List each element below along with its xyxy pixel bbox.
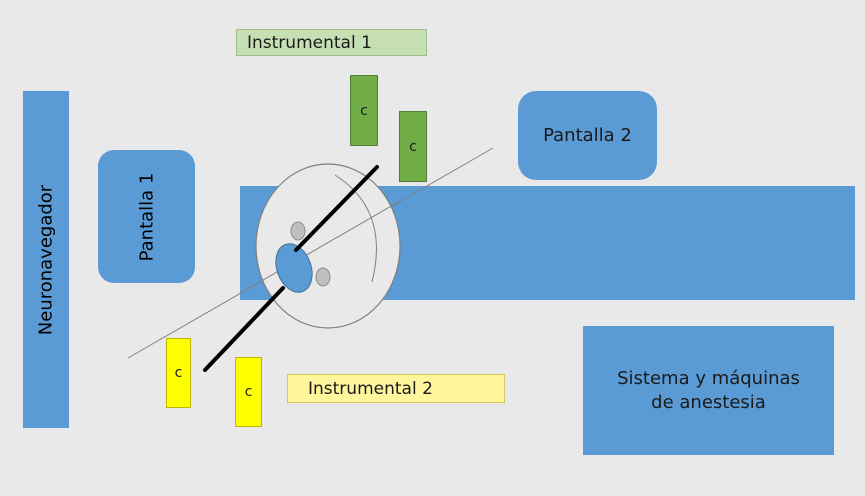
anesthesia-label-line1: Sistema y máquinas (617, 368, 800, 390)
c-marker-label: c (409, 138, 417, 155)
instrumental-2-c-marker: c (166, 338, 191, 408)
anesthesia-system: Sistema y máquinas de anestesia (583, 326, 834, 455)
instrument-line-lower (203, 286, 285, 372)
neuronavegador-unit: Neuronavegador (23, 91, 69, 428)
instrumental-2-label: Instrumental 2 (308, 378, 433, 399)
c-marker-label: c (360, 102, 368, 119)
instrumental-1-c-marker: c (399, 111, 427, 182)
instrumental-1-label-box: Instrumental 1 (236, 29, 427, 56)
surgical-target (275, 243, 313, 293)
patient-head-circle (255, 163, 401, 329)
head-arc (334, 174, 377, 283)
c-marker-label: c (244, 384, 253, 400)
head-marker-upper (290, 221, 306, 241)
pantalla-2-screen: Pantalla 2 (518, 91, 657, 180)
pantalla-2-label: Pantalla 2 (543, 125, 632, 146)
instrument-line-upper (294, 165, 379, 252)
c-marker-label: c (174, 365, 183, 381)
head-marker-lower (315, 267, 331, 287)
instrumental-2-c-marker: c (235, 357, 262, 427)
instrumental-1-label: Instrumental 1 (247, 32, 372, 53)
anesthesia-label-line2: de anestesia (651, 391, 766, 413)
pantalla-1-screen: Pantalla 1 (98, 150, 195, 283)
instrumental-2-label-box: Instrumental 2 (287, 374, 505, 403)
instrumental-1-c-marker: c (350, 75, 378, 146)
